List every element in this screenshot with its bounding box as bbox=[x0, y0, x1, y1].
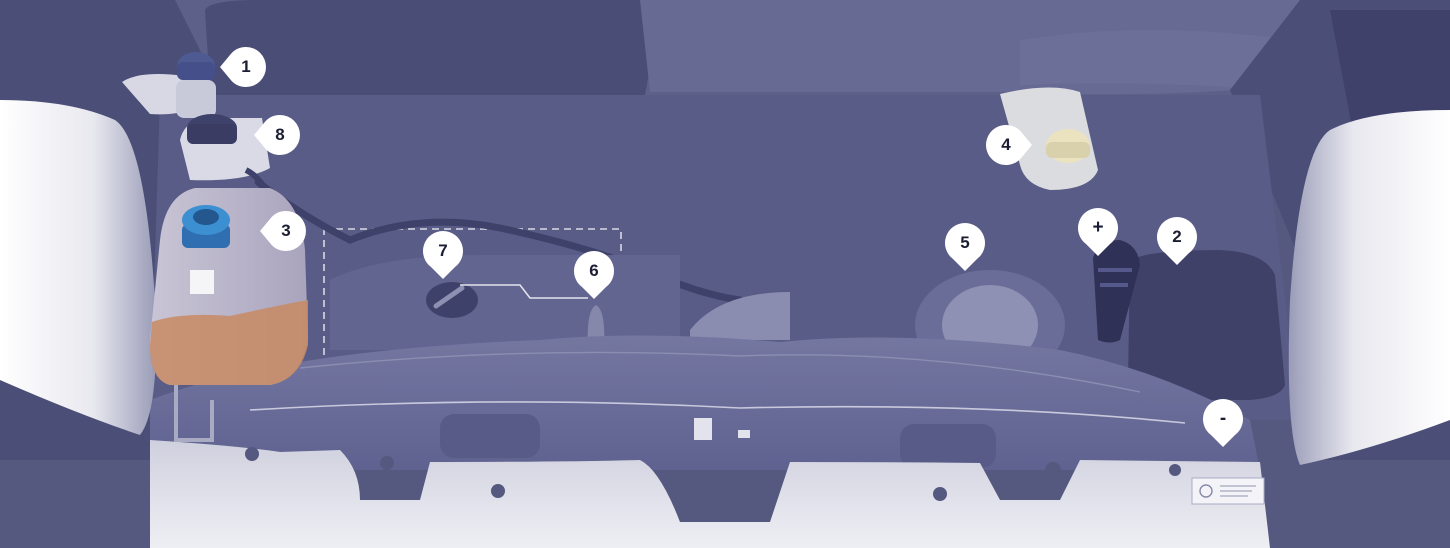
reservoir-8-cap-side bbox=[187, 124, 237, 144]
oil-filler-cap bbox=[426, 282, 478, 318]
crossmember-slot-right bbox=[900, 424, 996, 468]
callout-1: 1 bbox=[224, 45, 268, 89]
coolant-reservoir-label bbox=[190, 270, 214, 294]
right-headlight bbox=[1289, 110, 1450, 465]
callout-label: 8 bbox=[258, 113, 302, 157]
callout-2: 2 bbox=[1155, 215, 1199, 259]
callout-label: 1 bbox=[224, 45, 268, 89]
callout-6: 6 bbox=[572, 249, 616, 293]
callout-label: + bbox=[1076, 206, 1120, 250]
bolt-6 bbox=[1169, 464, 1181, 476]
callout-3: 3 bbox=[264, 209, 308, 253]
callout-5: 5 bbox=[943, 221, 987, 265]
coolant-cap-top bbox=[193, 209, 219, 225]
bolt-5 bbox=[1045, 462, 1061, 478]
latch-block bbox=[694, 418, 712, 440]
callout-label: 6 bbox=[572, 249, 616, 293]
callout-plus: + bbox=[1076, 206, 1120, 250]
crossmember-slot-left bbox=[440, 414, 540, 458]
bolt-1 bbox=[245, 447, 259, 461]
latch-small bbox=[738, 430, 750, 438]
callout-label: 2 bbox=[1155, 215, 1199, 259]
bolt-3 bbox=[491, 484, 505, 498]
bolt-4 bbox=[933, 487, 947, 501]
cowl-panel bbox=[205, 0, 656, 108]
callout-label: 7 bbox=[421, 229, 465, 273]
callout-7: 7 bbox=[421, 229, 465, 273]
brake-reservoir-cap-side bbox=[1046, 142, 1090, 158]
callout-label: 4 bbox=[984, 123, 1028, 167]
callout-4: 4 bbox=[984, 123, 1028, 167]
callout-label: 5 bbox=[943, 221, 987, 265]
left-headlight bbox=[0, 100, 156, 435]
bolt-2 bbox=[380, 456, 394, 470]
callout-minus: - bbox=[1201, 397, 1245, 441]
callout-label: 3 bbox=[264, 209, 308, 253]
reservoir-1-neck bbox=[176, 80, 216, 118]
reservoir-1-cap-side bbox=[177, 62, 215, 80]
callout-8: 8 bbox=[258, 113, 302, 157]
callout-label: - bbox=[1201, 397, 1245, 441]
